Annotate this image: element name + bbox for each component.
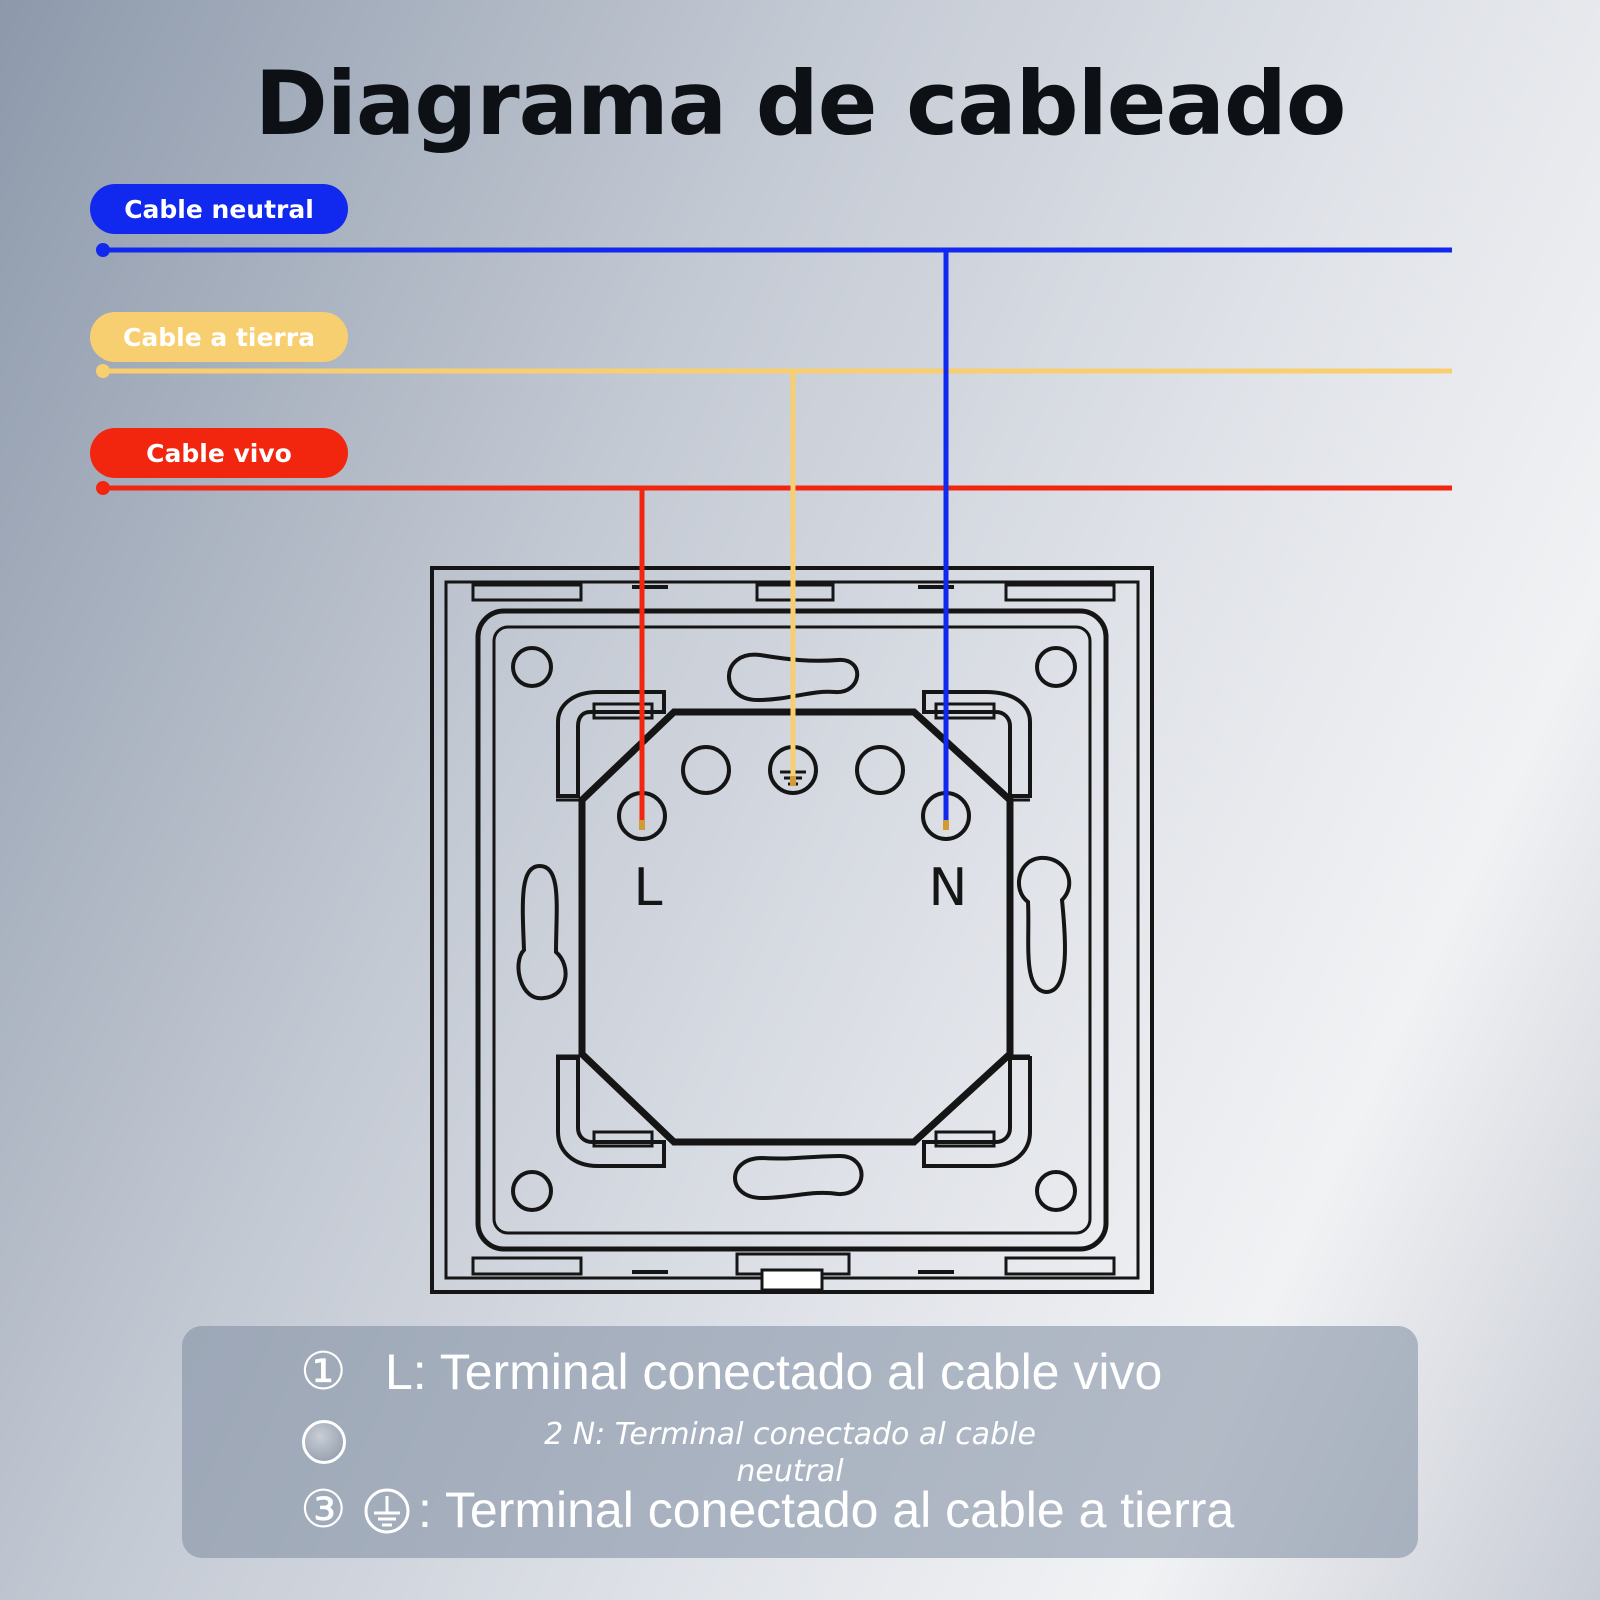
bracket <box>922 1056 1032 1168</box>
legend-item-1-text: L: Terminal conectado al cable vivo <box>385 1344 1163 1400</box>
cable-live-label: Cable vivo <box>90 428 348 478</box>
screw-hole <box>511 1170 553 1212</box>
screw-hole <box>1035 646 1077 688</box>
legend-item-2-text: 2 N: Terminal conectado al cable neutral <box>544 1417 1036 1489</box>
wire-tip <box>790 776 796 786</box>
cable-neutral-label: Cable neutral <box>90 184 348 234</box>
neutral-cable-end <box>96 243 110 257</box>
terminal-circle-icon <box>302 1420 346 1464</box>
page-title: Diagrama de cableado <box>254 52 1347 155</box>
bracket-pad <box>592 702 654 720</box>
terminal-blank-right <box>855 745 905 795</box>
bracket-pad <box>934 1130 996 1148</box>
clip <box>471 583 583 602</box>
bracket <box>556 690 666 798</box>
clip <box>471 1256 583 1276</box>
legend-item-1-number: ① <box>300 1342 347 1402</box>
slot-hole-bottom <box>733 1153 864 1201</box>
ground-icon <box>364 1488 410 1534</box>
slot-hole-left <box>516 863 568 1001</box>
wire-tip <box>943 820 949 830</box>
terminal-neutral-label: N <box>929 858 968 918</box>
wire-tip <box>639 820 645 830</box>
bottom-tab <box>760 1268 824 1292</box>
bracket <box>922 690 1032 798</box>
terminal-blank-left <box>681 745 731 795</box>
screw-hole <box>511 646 553 688</box>
clip <box>1004 1256 1116 1276</box>
legend-item-3-number: ③ <box>300 1480 347 1540</box>
drop-wires <box>639 250 949 830</box>
bracket <box>556 1056 666 1168</box>
cable-neutral-label-text: Cable neutral <box>124 194 314 224</box>
legend-item-3-text: : Terminal conectado al cable a tierra <box>418 1482 1235 1538</box>
clip <box>1004 583 1116 602</box>
terminal-live-label: L <box>634 858 663 918</box>
cable-ground-label-text: Cable a tierra <box>123 322 315 352</box>
slot-hole-top <box>727 652 860 703</box>
cable-ground-label: Cable a tierra <box>90 312 348 362</box>
bracket-pad <box>592 1130 654 1148</box>
live-cable-end <box>96 481 110 495</box>
cable-live-label-text: Cable vivo <box>146 438 292 468</box>
screw-hole <box>1035 1170 1077 1212</box>
bracket-pad <box>934 702 996 720</box>
ground-cable-end <box>96 364 110 378</box>
cable-lines <box>96 243 1452 495</box>
slot-hole-right <box>1017 855 1072 995</box>
